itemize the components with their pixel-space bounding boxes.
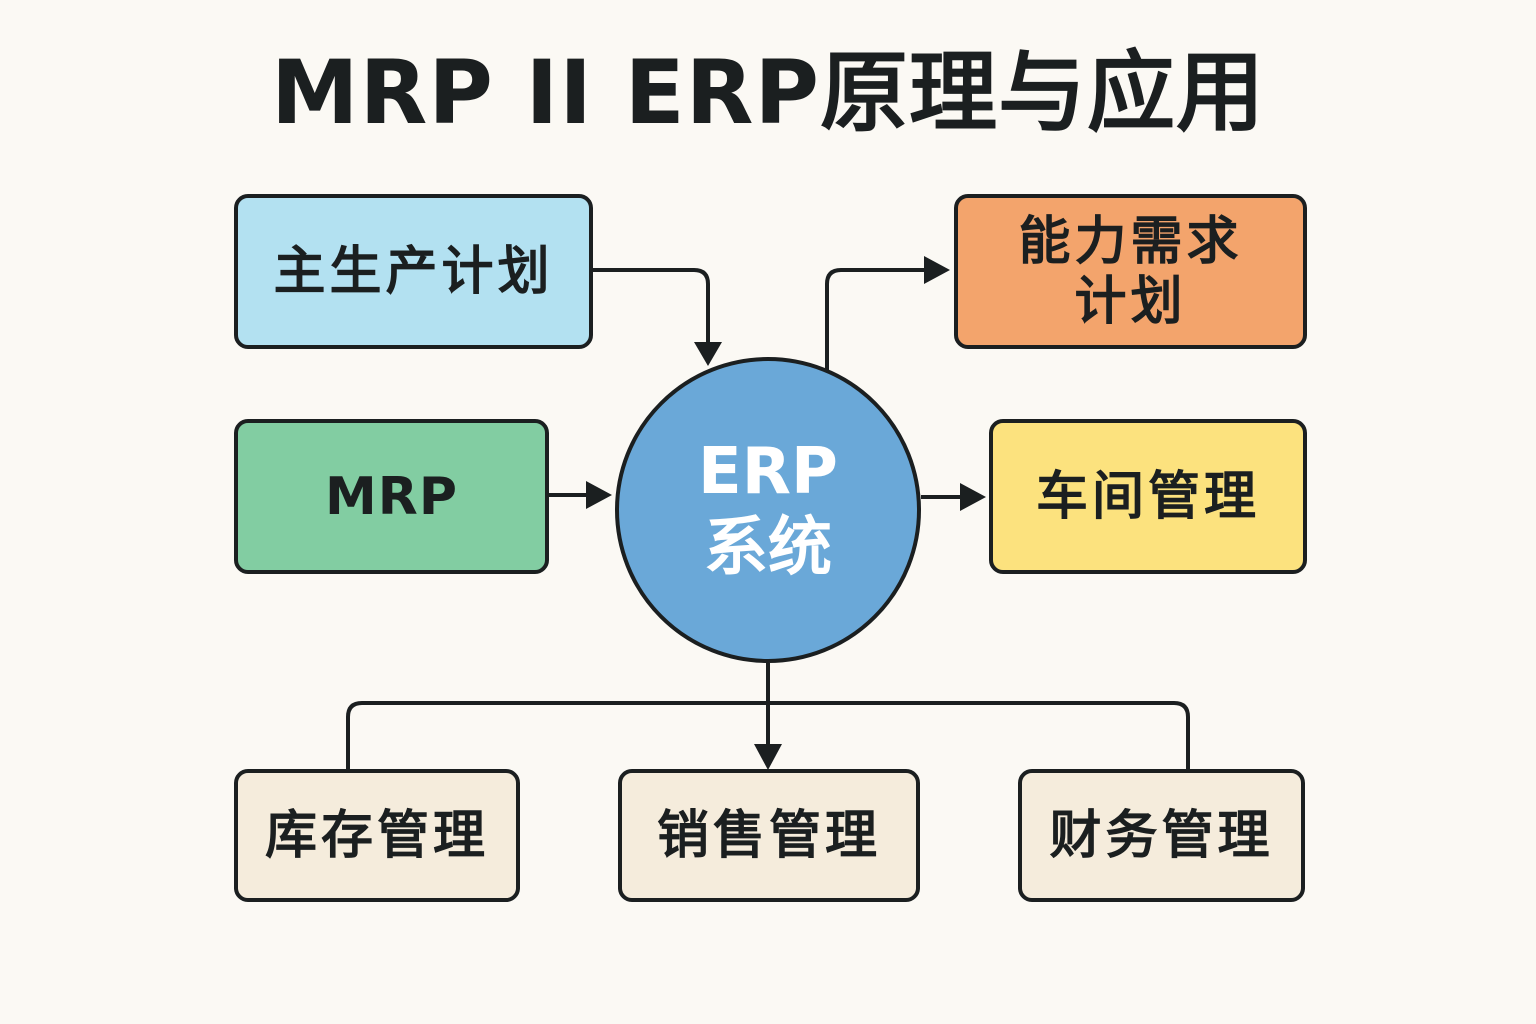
shopfloor-box: 车间管理 [989, 419, 1307, 574]
mrp-box: MRP [234, 419, 549, 574]
sales-label: 销售管理 [656, 805, 881, 866]
arrowhead-sales [754, 744, 782, 770]
shopfloor-label: 车间管理 [1035, 466, 1260, 527]
bus-line [346, 701, 1190, 770]
crp-label-line1: 能力需求 [1018, 211, 1243, 272]
mrp-label: MRP [325, 466, 458, 527]
arrow-mps-to-erp [592, 268, 710, 348]
arrow-erp-to-crp [825, 268, 928, 370]
erp-label: ERP [698, 435, 838, 509]
erp-system-node: ERP 系统 [615, 357, 921, 663]
finance-box: 财务管理 [1018, 769, 1305, 902]
inventory-label: 库存管理 [264, 805, 489, 866]
sales-box: 销售管理 [618, 769, 920, 902]
diagram-title: MRP II ERP原理与应用 [271, 41, 1265, 144]
mps-box: 主生产计划 [234, 194, 593, 349]
arrowhead-shopfloor [960, 483, 986, 511]
finance-label: 财务管理 [1049, 805, 1274, 866]
crp-box: 能力需求 计划 [954, 194, 1307, 349]
inventory-box: 库存管理 [234, 769, 520, 902]
mps-label: 主生产计划 [273, 241, 554, 302]
arrowhead-mps [694, 342, 722, 366]
arrowhead-crp [924, 256, 950, 284]
arrowhead-mrp [586, 481, 612, 509]
crp-label-line2: 计划 [1074, 271, 1187, 332]
system-label: 系统 [704, 511, 832, 585]
